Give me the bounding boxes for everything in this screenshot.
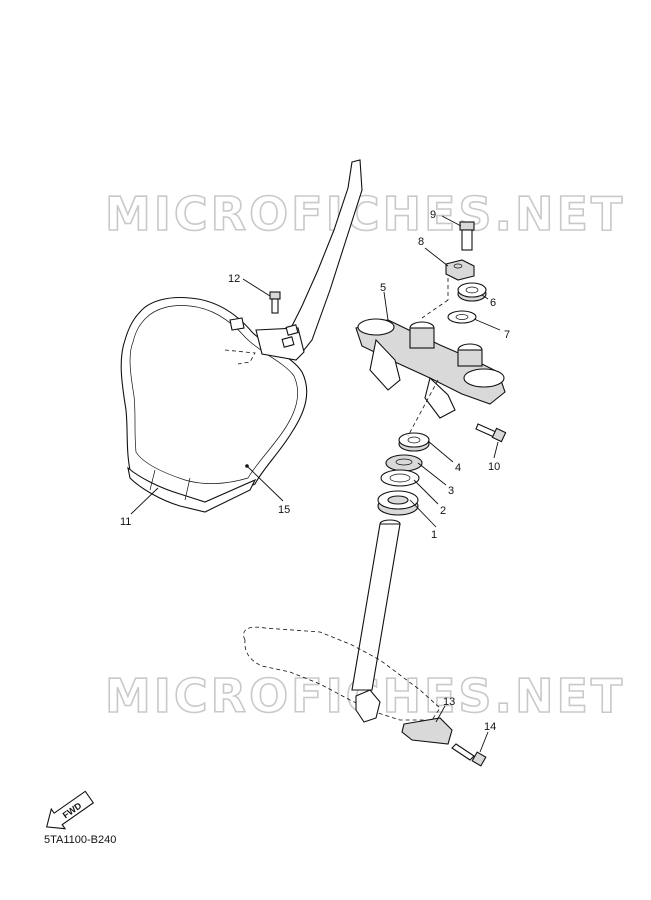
ring-nut-4 (398, 432, 430, 452)
cable-guide-13 (355, 689, 453, 745)
watermark-top: MICROFICHES.NET (105, 187, 625, 241)
callout-2: 2 (440, 505, 446, 517)
callout-4: 4 (455, 462, 461, 474)
fwd-arrow-icon: FWD (46, 790, 95, 830)
under-bracket-outline (243, 626, 441, 721)
bearing-1 (377, 490, 419, 516)
callout-5: 5 (380, 282, 386, 294)
leader-lines (130, 215, 501, 753)
callout-11: 11 (120, 516, 131, 528)
callout-13: 13 (443, 696, 455, 708)
callout-10: 10 (488, 461, 500, 473)
plate-dashed-outline (224, 349, 256, 365)
bolt-14 (451, 743, 487, 767)
upper-bracket (355, 318, 506, 419)
callout-14: 14 (484, 721, 496, 733)
number-plate (120, 296, 308, 513)
callout-12: 12 (228, 273, 240, 285)
nut-6 (457, 282, 487, 302)
seal-2 (380, 469, 420, 487)
cap-8 (445, 259, 475, 281)
bolt-12 (269, 291, 281, 314)
callout-8: 8 (418, 236, 424, 248)
callout-9: 9 (430, 209, 436, 221)
bolt-9 (459, 221, 475, 251)
callout-7: 7 (504, 329, 510, 341)
diagram-code: 5TA1100-B240 (44, 834, 117, 846)
washer-3 (385, 454, 423, 472)
callout-15: 15 (278, 504, 290, 516)
plate-bracket (229, 159, 363, 361)
callout-labels: 1 2 3 4 5 6 7 8 9 10 11 12 13 14 15 (120, 209, 510, 733)
washer-7 (447, 310, 477, 324)
steering-stem (351, 519, 401, 691)
callout-1: 1 (431, 529, 437, 541)
callout-6: 6 (490, 297, 496, 309)
bolt-10 (475, 423, 507, 443)
callout-3: 3 (448, 485, 454, 497)
